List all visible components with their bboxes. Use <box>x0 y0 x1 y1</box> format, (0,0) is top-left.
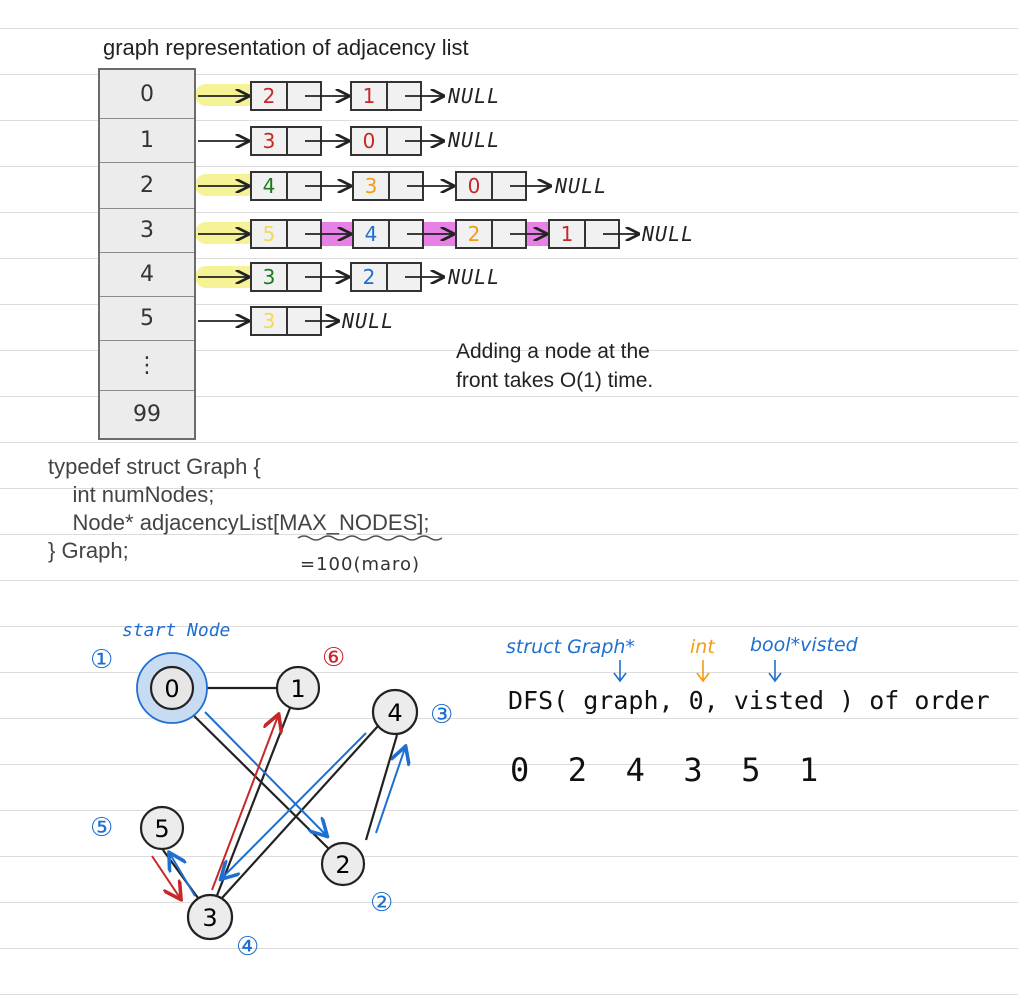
dfs-order: 0 2 4 3 5 1 <box>510 751 819 789</box>
node-value: 2 <box>457 221 493 247</box>
param-type-graph: struct Graph* <box>506 636 635 658</box>
dfs-call: DFS( graph, 0, visted ) of order <box>508 686 990 715</box>
null-label: NULL <box>555 174 608 198</box>
node-value: 0 <box>352 128 388 154</box>
node-value: 4 <box>354 221 390 247</box>
ruled-line <box>0 810 1018 811</box>
null-label: NULL <box>642 222 695 246</box>
list-node: 1 <box>548 219 620 249</box>
list-node: 1 <box>350 81 422 111</box>
ruled-line <box>0 396 1018 397</box>
list-node: 0 <box>350 126 422 156</box>
complexity-note-line1: Adding a node at the <box>456 340 650 363</box>
node-value: 2 <box>252 83 288 109</box>
ruled-line <box>0 718 1018 719</box>
graph-node-5: 5 <box>139 805 185 851</box>
null-label: NULL <box>448 128 501 152</box>
null-label: NULL <box>448 84 501 108</box>
list-node: 2 <box>250 81 322 111</box>
node-value: 3 <box>252 264 288 290</box>
order-mark-2: ② <box>370 888 393 918</box>
graph-node-2: 2 <box>320 841 366 887</box>
node-value: 1 <box>352 83 388 109</box>
array-index-cell: 1 <box>100 118 194 163</box>
order-mark-4: ④ <box>236 932 259 962</box>
start-node-halo <box>136 652 208 724</box>
node-value: 5 <box>252 221 288 247</box>
ruled-line <box>0 994 1018 995</box>
ruled-line <box>0 212 1018 213</box>
code-line: int numNodes; <box>48 482 215 507</box>
ruled-line <box>0 764 1018 765</box>
list-node: 0 <box>455 171 527 201</box>
null-label: NULL <box>342 309 395 333</box>
ruled-line <box>0 304 1018 305</box>
order-mark-3: ③ <box>430 700 453 730</box>
code-line: Node* adjacencyList[MAX_NODES]; <box>48 510 430 535</box>
array-index-cell: 2 <box>100 162 194 209</box>
list-node: 2 <box>455 219 527 249</box>
ruled-line <box>0 902 1018 903</box>
ruled-line <box>0 856 1018 857</box>
ruled-line <box>0 166 1018 167</box>
list-node: 4 <box>352 219 424 249</box>
param-type-bool: bool*visted <box>750 634 858 656</box>
ruled-line <box>0 74 1018 75</box>
list-node: 3 <box>352 171 424 201</box>
graph-node-1: 1 <box>275 665 321 711</box>
node-value: 3 <box>252 308 288 334</box>
node-value: 0 <box>457 173 493 199</box>
node-value: 1 <box>550 221 586 247</box>
ruled-line <box>0 672 1018 673</box>
graph-node-label: 4 <box>387 699 402 727</box>
ruled-line <box>0 28 1018 29</box>
graph-node-0: 0 <box>149 665 195 711</box>
ruled-line <box>0 258 1018 259</box>
node-value: 4 <box>252 173 288 199</box>
macro-note: =100(maro) <box>300 554 421 575</box>
node-value: 3 <box>252 128 288 154</box>
list-node: 3 <box>250 262 322 292</box>
ruled-line <box>0 580 1018 581</box>
list-node: 4 <box>250 171 322 201</box>
node-value: 2 <box>352 264 388 290</box>
list-node: 5 <box>250 219 322 249</box>
ruled-line <box>0 626 1018 627</box>
ruled-line <box>0 120 1018 121</box>
array-index-cell: 3 <box>100 208 194 253</box>
graph-node-label: 1 <box>290 675 305 703</box>
graph-node-4: 4 <box>371 688 419 736</box>
graph-node-label: 0 <box>164 675 179 703</box>
graph-node-label: 5 <box>154 815 169 843</box>
code-line: typedef struct Graph { <box>48 454 261 479</box>
diagram-title: graph representation of adjacency list <box>103 35 469 60</box>
complexity-note-line2: front takes O(1) time. <box>456 369 654 392</box>
ruled-line <box>0 488 1018 489</box>
order-mark-1: ① <box>90 645 113 675</box>
ruled-line <box>0 442 1018 443</box>
null-label: NULL <box>448 265 501 289</box>
ruled-line <box>0 948 1018 949</box>
list-node: 3 <box>250 126 322 156</box>
list-node: 2 <box>350 262 422 292</box>
array-index-cell: 4 <box>100 252 194 297</box>
node-value: 3 <box>354 173 390 199</box>
order-mark-6: ⑥ <box>322 643 345 673</box>
code-line: } Graph; <box>48 538 129 563</box>
param-type-int: int <box>690 636 715 658</box>
array-index-cell: 0 <box>100 70 194 119</box>
array-index-cell: ⋮ <box>100 340 194 391</box>
array-index-cell: 5 <box>100 296 194 341</box>
graph-node-label: 3 <box>202 904 217 932</box>
order-mark-5: ⑤ <box>90 813 113 843</box>
ruled-line <box>0 350 1018 351</box>
ruled-line <box>0 534 1018 535</box>
array-index-cell: 99 <box>133 401 161 427</box>
list-node: 3 <box>250 306 322 336</box>
start-node-label: start Node <box>122 620 230 641</box>
adjacency-array: 0 1 2 3 4 5 ⋮ 99 <box>98 68 196 440</box>
